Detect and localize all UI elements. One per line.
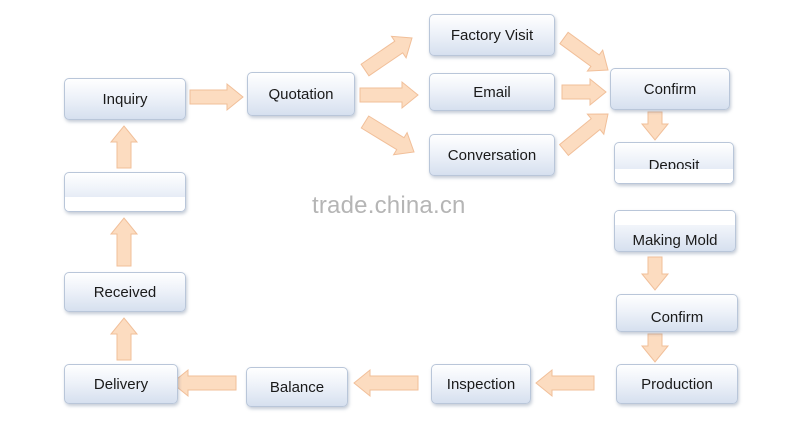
arrow-factory-visit-confirm xyxy=(559,31,609,72)
node-label: Factory Visit xyxy=(450,26,534,44)
arrow-inspection-balance xyxy=(353,368,419,398)
node-label: Conversation xyxy=(447,146,537,164)
node-inquiry: Inquiry xyxy=(64,78,186,120)
arrow-mold-confirm xyxy=(640,256,670,291)
arrow-blank-inquiry xyxy=(109,125,139,169)
node-label: Confirm xyxy=(650,308,704,326)
node-label: Inspection xyxy=(446,375,516,393)
node-label: Inquiry xyxy=(102,90,148,108)
node-received: Received xyxy=(64,272,186,312)
arrow-quotation-email xyxy=(359,80,419,110)
node-inspection: Inspection xyxy=(431,364,531,404)
node-deposit: Deposit xyxy=(614,142,734,184)
node-label: Deposit xyxy=(648,156,700,174)
node-label: Making Mold xyxy=(632,232,718,249)
node-factory-visit: Factory Visit xyxy=(429,14,555,56)
arrow-conversation-confirm xyxy=(558,113,609,157)
node-blank xyxy=(64,172,186,212)
arrow-production-inspection xyxy=(535,368,595,398)
arrow-inquiry-quotation xyxy=(189,82,244,112)
node-label: Received xyxy=(93,283,157,301)
node-confirm-top: Confirm xyxy=(610,68,730,110)
node-confirm-bottom: Confirm xyxy=(616,294,738,332)
arrow-email-confirm xyxy=(561,77,607,107)
node-label: Email xyxy=(473,83,511,101)
arrow-quotation-factory-visit xyxy=(360,35,413,77)
node-production: Production xyxy=(616,364,738,404)
node-label: Quotation xyxy=(268,85,334,103)
arrow-received-blank xyxy=(109,217,139,267)
arrow-confirm-deposit xyxy=(640,111,670,141)
node-email: Email xyxy=(429,73,555,111)
node-label: Production xyxy=(641,375,713,393)
node-label: Balance xyxy=(269,378,325,396)
node-conversation: Conversation xyxy=(429,134,555,176)
node-label: Delivery xyxy=(93,375,149,393)
node-label: Confirm xyxy=(643,80,697,98)
node-delivery: Delivery xyxy=(64,364,178,404)
arrow-quotation-conversation xyxy=(360,115,415,156)
node-making-mold: Making Mold xyxy=(614,210,736,252)
node-balance: Balance xyxy=(246,367,348,407)
arrow-confirm-production xyxy=(640,333,670,363)
node-quotation: Quotation xyxy=(247,72,355,116)
watermark: trade.china.cn xyxy=(312,192,466,219)
arrow-balance-delivery xyxy=(171,368,237,398)
arrow-delivery-received xyxy=(109,317,139,361)
